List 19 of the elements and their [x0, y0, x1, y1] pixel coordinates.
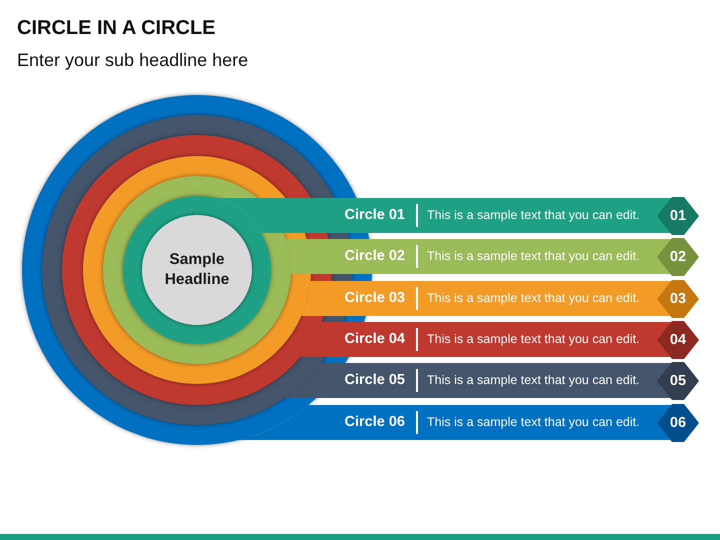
- step-title: Circle 06: [344, 413, 405, 432]
- step-description: This is a sample text that you can edit.: [427, 414, 640, 431]
- step-title: Circle 01: [344, 206, 405, 225]
- step-title: Circle 02: [344, 247, 405, 266]
- center-circle: Sample Headline: [142, 215, 252, 325]
- step-description: This is a sample text that you can edit.: [427, 331, 640, 348]
- step-title: Circle 04: [344, 330, 405, 349]
- step-title: Circle 05: [344, 371, 405, 390]
- ring: [83, 156, 311, 384]
- title: CIRCLE IN A CIRCLE: [17, 16, 216, 40]
- ring: [62, 135, 332, 405]
- step-description: This is a sample text that you can edit.: [427, 290, 640, 307]
- subtitle: Enter your sub headline here: [17, 49, 248, 71]
- step-description: This is a sample text that you can edit.: [427, 372, 640, 389]
- step-title: Circle 03: [344, 289, 405, 308]
- step-description: This is a sample text that you can edit.: [427, 248, 640, 265]
- step-description: This is a sample text that you can edit.: [427, 207, 640, 224]
- ring: [103, 176, 291, 364]
- ring: [123, 196, 271, 344]
